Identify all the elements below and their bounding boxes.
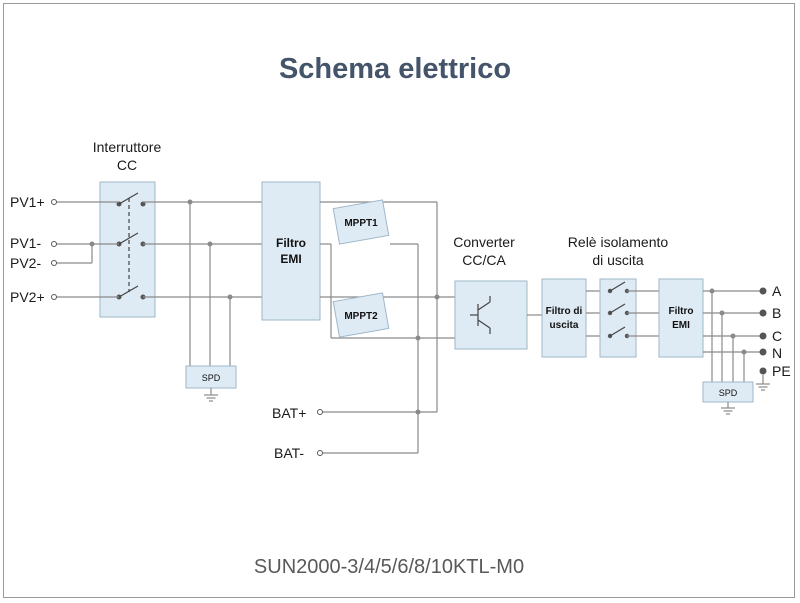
pv1-plus-terminal (51, 199, 57, 205)
mppt2-block (332, 292, 390, 338)
bat-plus-label: BAT+ (272, 405, 306, 421)
output-pe-label: PE (772, 363, 791, 379)
pv2-plus-label: PV2+ (10, 289, 45, 305)
input-wiring (57, 201, 119, 298)
dc-switch-block (99, 181, 156, 318)
pv1-plus-label: PV1+ (10, 194, 45, 210)
pv2-minus-label: PV2- (10, 255, 41, 271)
pv2-plus-terminal (51, 294, 57, 300)
output-a-label: A (772, 283, 782, 299)
spd-right-label: SPD (719, 388, 738, 398)
pv2-minus-terminal (51, 260, 57, 266)
emi-filter-output-label-1: Filtro (669, 306, 694, 317)
mppt1-block (332, 199, 390, 245)
terminal-a (759, 287, 767, 295)
converter-label-1: Converter (453, 234, 515, 250)
emi-filter-output-label-2: EMI (672, 320, 690, 331)
dc-switch-label-2: CC (117, 157, 137, 173)
emi-to-mppt-wiring (320, 201, 455, 453)
diagram-frame (3, 3, 795, 598)
ac-output-wiring (703, 288, 762, 382)
mppt2-label: MPPT2 (344, 311, 378, 322)
terminal-b (759, 309, 767, 317)
switch-to-emi-wiring (143, 199, 262, 366)
pv1-minus-terminal (51, 241, 57, 247)
emi-filter-input-label-2: EMI (280, 252, 301, 266)
terminal-c (759, 332, 767, 340)
output-n-label: N (772, 345, 782, 361)
ground-icon-left (204, 388, 218, 402)
spd-left-label: SPD (202, 373, 221, 383)
emi-filter-output (658, 278, 704, 358)
page-title: Schema elettrico (279, 53, 511, 85)
output-filter-label-2: uscita (550, 320, 579, 331)
isolation-relay-block (599, 278, 637, 358)
bat-minus-terminal (317, 450, 323, 456)
output-filter-label-1: Filtro di (546, 306, 583, 317)
relay-label-1: Relè isolamento (568, 234, 669, 250)
output-b-label: B (772, 305, 781, 321)
bat-plus-terminal (317, 409, 323, 415)
ground-icon-right (721, 402, 735, 415)
terminal-n (759, 348, 767, 356)
relay-to-emi-wiring (627, 290, 659, 337)
emi-filter-input (261, 181, 321, 321)
terminal-pe (759, 367, 767, 375)
dc-switch-label-1: Interruttore (93, 139, 162, 155)
dc-ac-converter (454, 280, 528, 350)
emi-filter-input-label-1: Filtro (276, 236, 306, 250)
model-name: SUN2000-3/4/5/6/8/10KTL-M0 (254, 556, 524, 578)
pv1-minus-label: PV1- (10, 235, 41, 251)
mppt1-label: MPPT1 (344, 218, 378, 229)
output-filter (541, 278, 587, 358)
transistor-icon (470, 296, 491, 334)
output-c-label: C (772, 328, 782, 344)
bat-minus-label: BAT- (274, 445, 304, 461)
converter-label-2: CC/CA (462, 252, 506, 268)
relay-label-2: di uscita (592, 252, 644, 268)
bat-plus-junction (415, 409, 421, 415)
ground-icon-pe (756, 375, 770, 391)
